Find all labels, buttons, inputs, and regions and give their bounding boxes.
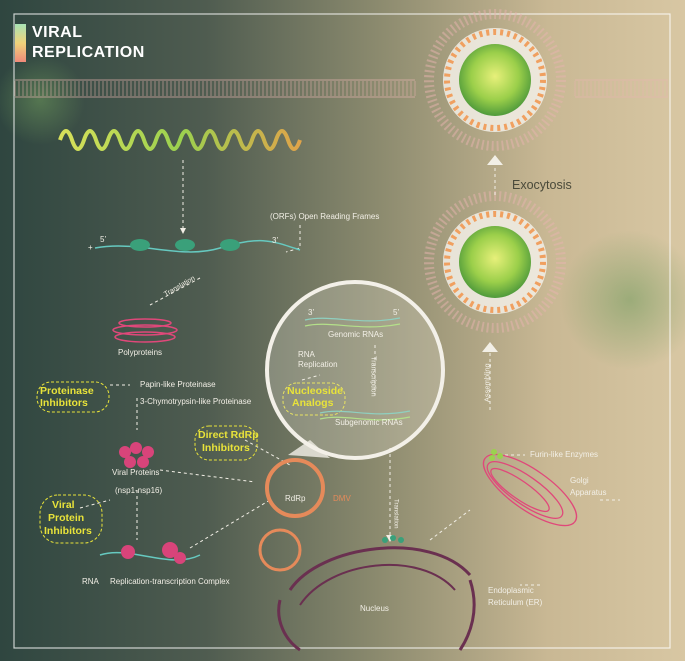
- label-five-prime: 5’: [100, 235, 107, 244]
- label-nucleus: Nucleus: [360, 604, 389, 613]
- label-dmv: DMV: [333, 494, 351, 503]
- polyproteins-shape: [112, 318, 178, 343]
- label-transcription: Transcription: [369, 356, 377, 397]
- label-furin: Furin-like Enzymes: [530, 450, 599, 459]
- inset-rna-strands: [304, 317, 411, 421]
- flow-arrows: [79, 160, 620, 586]
- viral-proteins-cluster: [119, 442, 154, 468]
- inhibitor-rdrp-2: Inhibitors: [202, 442, 250, 454]
- cell-membrane: [15, 79, 668, 98]
- magnifier-pointer: [288, 440, 330, 458]
- blur-virus-left: [0, 55, 85, 145]
- membrane-lipids: [14, 81, 668, 96]
- replication-complex-shape: [99, 542, 201, 564]
- label-genomic-rnas: Genomic RNAs: [328, 330, 384, 339]
- virus-budding: [424, 9, 566, 151]
- label-assembling: Assembling: [482, 363, 492, 403]
- er-ribosomes: [382, 535, 404, 543]
- label-plus: +: [88, 243, 93, 252]
- blur-virus-right: [560, 230, 685, 370]
- virus-assembled: [424, 191, 566, 333]
- label-inset-three-prime: 3’: [308, 308, 315, 317]
- title-line-2: REPLICATION: [32, 44, 145, 61]
- label-rna-replication-2: Replication: [298, 360, 338, 369]
- label-rdrp: RdRp: [285, 494, 306, 503]
- label-exocytosis: Exocytosis: [512, 178, 572, 192]
- label-rna: RNA: [82, 577, 99, 586]
- golgi-shape: [482, 453, 578, 527]
- dmv-shape: [258, 458, 325, 572]
- label-rtc: Replication-transcription Complex: [110, 577, 230, 586]
- label-inset-five-prime: 5’: [393, 308, 400, 317]
- label-er-line-1: Endoplasmic: [488, 586, 534, 595]
- label-viral-proteins: Viral Proteins: [112, 468, 160, 477]
- viral-rna-helix: [58, 129, 302, 151]
- label-rna-replication-1: RNA: [298, 350, 315, 359]
- frame-border: [13, 13, 671, 649]
- inhibitor-viral-protein-3: Inhibitors: [44, 525, 92, 537]
- inhibitor-rdrp-1: Direct RdRp: [198, 429, 259, 441]
- nucleus-shape: [277, 546, 476, 652]
- inhibitor-viral-protein-2: Protein: [48, 512, 85, 524]
- ribosome: [175, 239, 195, 251]
- label-er-line-2: Reticulum (ER): [488, 598, 543, 607]
- title-line-1: VIRAL: [32, 24, 83, 41]
- label-translation-small: Translation: [392, 499, 399, 529]
- label-golgi-line-2: Apparatus: [570, 488, 607, 497]
- mrna-strand: [94, 239, 301, 253]
- furin-enzymes-shape: [489, 449, 503, 461]
- inhibitor-proteinase-2: Inhibitors: [40, 397, 88, 409]
- label-orfs: (ORFs) Open Reading Frames: [270, 212, 380, 221]
- ribosome: [220, 239, 240, 251]
- label-chymotrypsin-like: 3-Chymotrypsin-like Proteinase: [140, 397, 252, 406]
- label-golgi-line-1: Golgi: [570, 476, 589, 485]
- inhibitor-nucleoside-1: Nucleoside: [287, 385, 344, 397]
- label-three-prime: 3’: [272, 236, 279, 245]
- title-color-bar: [15, 24, 26, 62]
- inhibitor-viral-protein-1: Viral: [52, 499, 75, 511]
- inhibitor-bubbles: [36, 381, 346, 544]
- label-papain-like: Papin-like Proteinase: [140, 380, 216, 389]
- magnifier-inset: [265, 280, 445, 460]
- ribosome: [130, 239, 150, 251]
- inhibitor-nucleoside-2: Analogs: [292, 397, 334, 409]
- inhibitor-proteinase-1: Proteinase: [40, 385, 94, 397]
- label-subgenomic-rnas: Subgenomic RNAs: [335, 418, 403, 427]
- label-polyproteins: Polyproteins: [118, 348, 163, 357]
- label-nsp: (nsp1-nsp16): [115, 486, 163, 495]
